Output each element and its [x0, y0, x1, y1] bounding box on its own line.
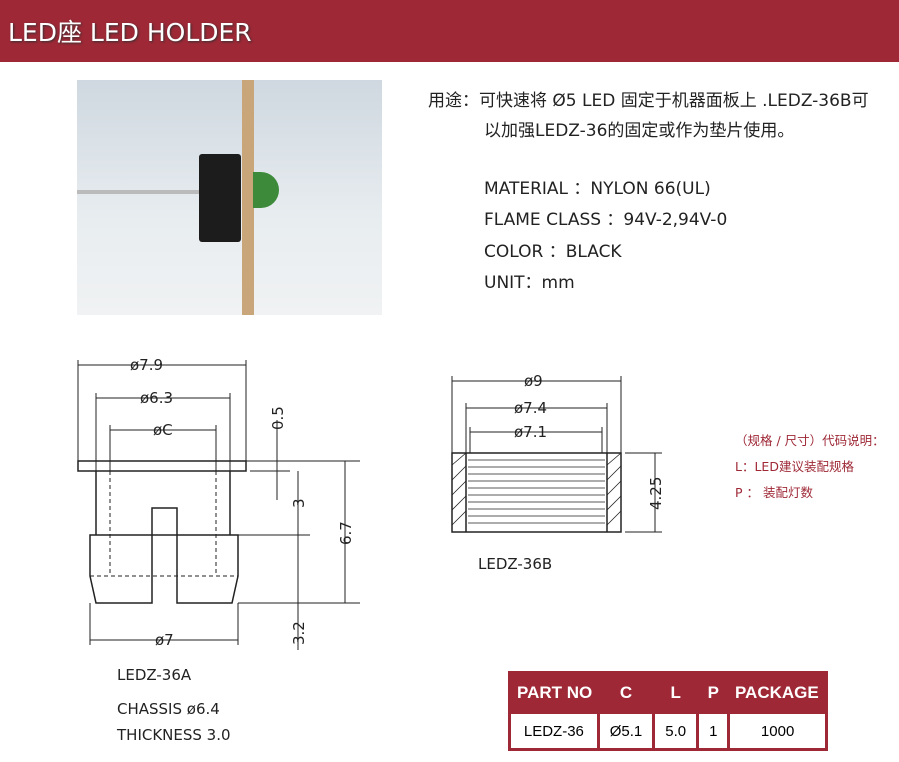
legend-title: （规格 / 尺寸）代码说明： — [735, 433, 885, 448]
spec-unit: UNIT：mm — [484, 273, 575, 293]
dim-a-3: 3 — [290, 498, 308, 508]
dim-b-425: 4.25 — [647, 477, 665, 510]
drawing-a-name: LEDZ-36A — [117, 666, 192, 684]
dim-a-d63: ø6.3 — [140, 389, 173, 407]
col-package: PACKAGE — [728, 672, 827, 713]
usage-line-2: 以加强LEDZ-36的固定或作为垫片使用。 — [484, 121, 795, 141]
dim-a-05: 0.5 — [269, 406, 287, 430]
cell-p: 1 — [696, 711, 731, 751]
parts-table: PART NO C L P PACKAGE LEDZ-36 Ø5.1 5.0 1… — [508, 671, 828, 751]
cell-c: Ø5.1 — [596, 711, 656, 751]
dim-a-67: 6.7 — [337, 521, 355, 545]
drawing-ledz-36a: ø7.9 ø6.3 øC ø7 0.5 3 6.7 3.2 LEDZ-36A C… — [77, 356, 360, 744]
product-photo — [77, 80, 382, 315]
dim-a-dc: øC — [153, 421, 173, 439]
spec-color: COLOR ：BLACK — [484, 242, 622, 262]
cell-l: 5.0 — [652, 711, 700, 751]
dim-b-d74: ø7.4 — [514, 399, 547, 417]
col-c: C — [598, 672, 654, 713]
col-p: P — [697, 672, 729, 713]
legend-p: P ： 装配灯数 — [735, 485, 813, 500]
col-l: L — [653, 672, 698, 713]
cell-part-no: LEDZ-36 — [508, 711, 600, 751]
drawing-ledz-36b: ø9 ø7.4 ø7.1 4.25 LEDZ-36B — [451, 372, 665, 573]
chassis-label: CHASSIS ø6.4 — [117, 700, 220, 718]
dim-b-d71: ø7.1 — [514, 423, 547, 441]
thickness-label: THICKNESS 3.0 — [116, 726, 231, 744]
table-row: LEDZ-36 Ø5.1 5.0 1 1000 — [508, 711, 828, 751]
cell-package: 1000 — [727, 711, 828, 751]
table-header-row: PART NO C L P PACKAGE — [509, 672, 827, 713]
legend-l: L：LED建议装配规格 — [735, 459, 854, 474]
header-bar: LED座 LED HOLDER — [0, 0, 899, 62]
spec-material: MATERIAL ：NYLON 66(UL) — [484, 179, 711, 199]
drawing-b-name: LEDZ-36B — [478, 555, 552, 573]
dim-a-d79: ø7.9 — [130, 356, 163, 374]
dim-b-d9: ø9 — [524, 372, 543, 390]
dim-a-d7: ø7 — [155, 631, 174, 649]
spec-flame-class: FLAME CLASS ：94V-2,94V-0 — [484, 210, 728, 230]
page-title: LED座 LED HOLDER — [8, 18, 252, 47]
dim-a-32: 3.2 — [290, 621, 308, 645]
usage-line-1: 用途：可快速将 Ø5 LED 固定于机器面板上 .LEDZ-36B可 — [428, 91, 869, 111]
col-part-no: PART NO — [509, 672, 599, 713]
